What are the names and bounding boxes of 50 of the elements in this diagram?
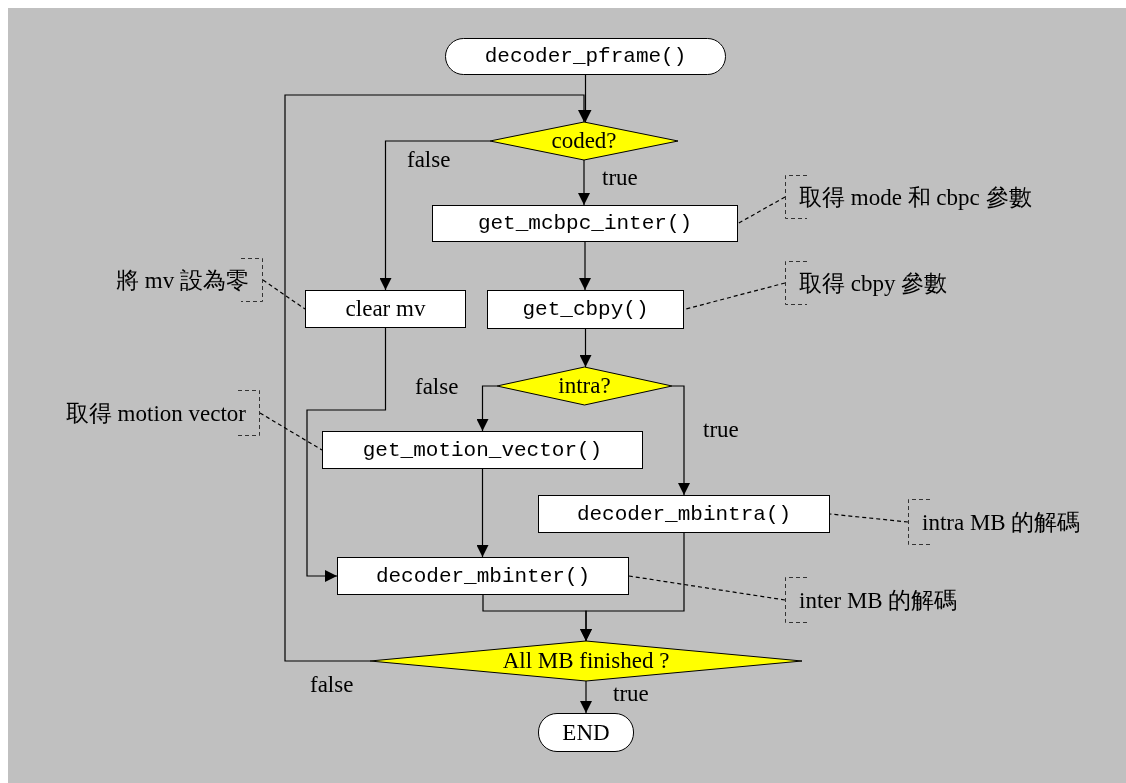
annotation-text: 取得 mode 和 cbpc 參數 xyxy=(799,183,1032,212)
arrow xyxy=(476,468,489,558)
process-box xyxy=(305,290,466,328)
edge-label: true xyxy=(613,682,649,705)
arrow xyxy=(578,159,590,206)
process-box xyxy=(322,431,643,469)
leader-line xyxy=(737,196,786,225)
annotation-text: 取得 motion vector xyxy=(65,399,246,428)
step-text: clear mv xyxy=(345,296,426,322)
decision-diamond xyxy=(490,122,678,160)
leader-line xyxy=(262,279,306,310)
function-name: get_motion_vector() xyxy=(362,438,603,462)
step-text: END xyxy=(562,719,610,746)
function-name: decoder_mbintra() xyxy=(576,502,792,526)
process-box xyxy=(432,205,738,242)
terminal-box xyxy=(538,713,634,752)
edge-label: true xyxy=(703,418,739,441)
edge-label: true xyxy=(602,166,638,189)
decision-diamond xyxy=(497,367,672,405)
process-box xyxy=(487,290,684,329)
arrow xyxy=(379,140,491,291)
condition-text: coded? xyxy=(551,128,617,154)
annotation-text: inter MB 的解碼 xyxy=(799,586,958,615)
arrow xyxy=(580,532,685,642)
annotation-text: 將 mv 設為零 xyxy=(116,266,249,295)
arrow xyxy=(580,680,592,714)
terminal-box xyxy=(445,38,726,75)
decision-diamond xyxy=(370,641,802,681)
function-name: decoder_pframe() xyxy=(484,45,687,68)
condition-text: intra? xyxy=(558,373,611,399)
edge-label: false xyxy=(407,148,451,171)
process-box xyxy=(538,495,830,533)
annotation-text: 取得 cbpy 參數 xyxy=(799,269,948,298)
arrow xyxy=(579,328,592,368)
edge-label: false xyxy=(310,673,354,696)
condition-text: All MB finished ? xyxy=(502,648,670,674)
leader-line xyxy=(829,513,909,523)
leader-line xyxy=(628,575,786,601)
function-name: get_cbpy() xyxy=(522,298,649,321)
leader-line xyxy=(259,412,323,451)
arrow xyxy=(306,327,387,582)
edge-label: false xyxy=(415,375,459,398)
annotation-text: intra MB 的解碼 xyxy=(922,508,1081,537)
function-name: decoder_mbinter() xyxy=(375,564,591,588)
arrow xyxy=(671,385,690,496)
function-name: get_mcbpc_inter() xyxy=(477,212,693,235)
leader-line xyxy=(683,282,786,311)
process-box xyxy=(337,557,629,595)
arrow xyxy=(476,385,498,432)
arrow xyxy=(579,241,591,291)
